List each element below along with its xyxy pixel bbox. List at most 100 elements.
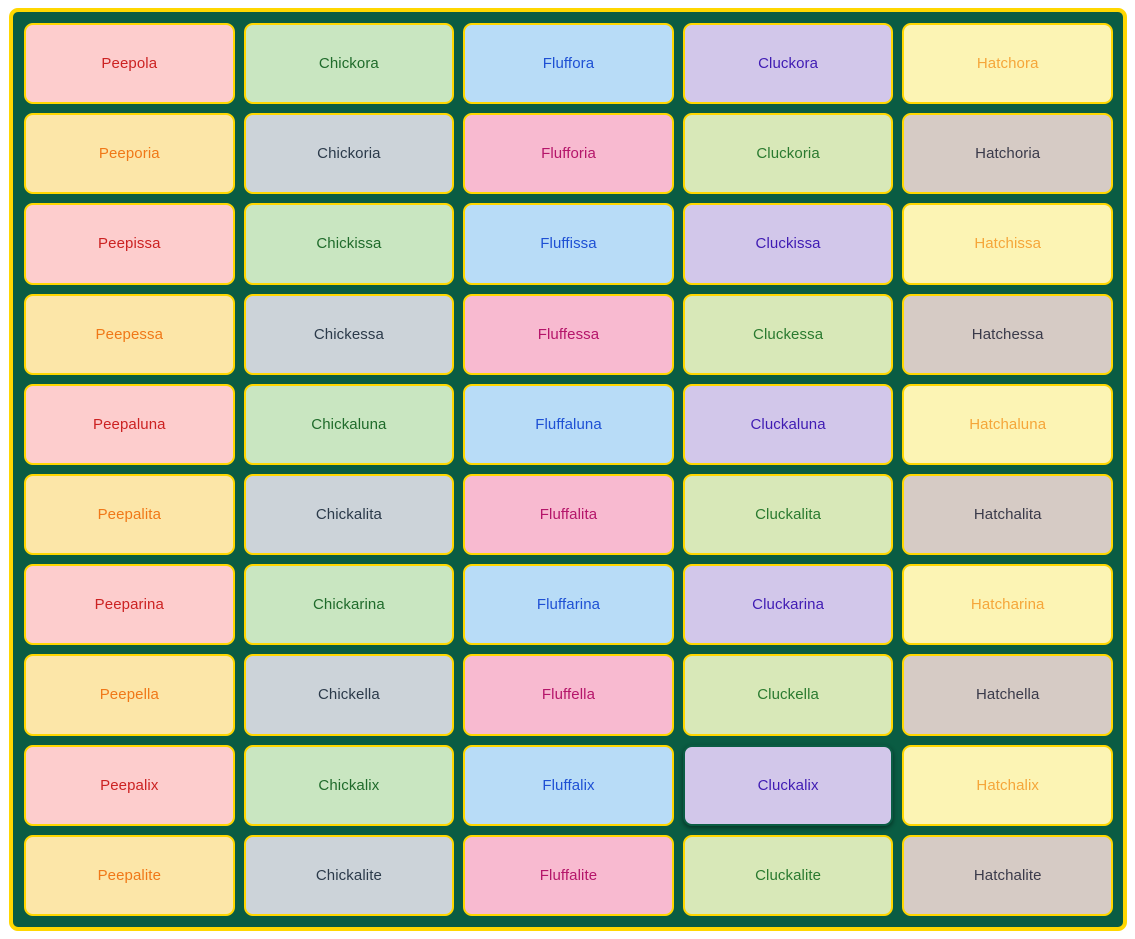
grid-cell-label: Chickaluna <box>311 415 387 433</box>
grid-cell[interactable]: Peeparina <box>24 564 235 646</box>
grid-cell[interactable]: Hatchissa <box>902 203 1113 285</box>
grid-cell-label: Peeporia <box>98 145 160 163</box>
grid-cell[interactable]: Fluffalix <box>463 744 674 826</box>
grid-cell-label: Cluckora <box>758 55 819 73</box>
grid-cell-label: Peepola <box>101 55 158 73</box>
grid-cell[interactable]: Cluckarina <box>682 564 894 646</box>
grid-cell[interactable]: Cluckessa <box>682 293 894 375</box>
grid-cell-label: Peepalite <box>97 866 162 884</box>
grid-cell-label: Chickessa <box>313 325 384 343</box>
grid-cell[interactable]: Chickalita <box>243 473 455 556</box>
grid-cell-label: Hatchissa <box>974 235 1042 253</box>
grid-cell-label: Peepella <box>99 686 159 704</box>
grid-cell[interactable]: Hatchaluna <box>902 383 1113 465</box>
grid-cell-label: Peepalita <box>97 506 162 524</box>
grid-cell[interactable]: Hatchella <box>902 654 1113 736</box>
grid-cell[interactable]: Cluckora <box>682 23 894 105</box>
grid-cell[interactable]: Hatchessa <box>902 293 1113 375</box>
grid-cell-label: Chickissa <box>316 235 382 253</box>
grid-cell[interactable]: Cluckella <box>682 654 894 736</box>
grid-cell-label: Chickalite <box>315 866 382 884</box>
grid-cell-label: Fluffessa <box>537 325 600 343</box>
grid-cell[interactable]: Chickissa <box>243 203 455 285</box>
grid-cell[interactable]: Peeporia <box>24 113 235 195</box>
grid-cell-label: Cluckella <box>757 686 819 704</box>
grid-cell-label: Chickella <box>318 686 380 704</box>
grid-cell[interactable]: Hatchalita <box>902 473 1113 556</box>
grid-cell[interactable]: Chickalix <box>243 744 455 826</box>
grid-cell-label: Peepalix <box>100 776 159 794</box>
grid-cell-label: Fluffalix <box>542 776 595 794</box>
grid-cell[interactable]: Cluckalita <box>682 473 894 556</box>
grid-cell-label: Hatchoria <box>975 145 1041 163</box>
grid-cell[interactable]: Peepessa <box>24 293 235 375</box>
grid-cell[interactable]: Cluckalix <box>682 744 894 826</box>
grid-cell-label: Hatchaluna <box>969 415 1047 433</box>
grid-cell-label: Chickarina <box>312 596 385 614</box>
grid-cell[interactable]: Fluffalite <box>463 834 674 916</box>
grid-cell[interactable]: Peepola <box>24 23 235 105</box>
grid-cell-label: Hatchalita <box>973 506 1042 524</box>
grid-cell[interactable]: Fluffalita <box>463 473 674 556</box>
grid-cell-label: Fluffissa <box>540 235 597 253</box>
grid-cell[interactable]: Peepalix <box>24 744 235 826</box>
grid-cell-label: Fluffalita <box>539 506 598 524</box>
grid-cell[interactable]: Fluffissa <box>463 203 674 285</box>
grid-cell-label: Hatchessa <box>971 325 1044 343</box>
grid-cell[interactable]: Cluckoria <box>682 113 894 195</box>
grid-cell-label: Fluffarina <box>536 596 601 614</box>
grid-cell[interactable]: Cluckissa <box>682 203 894 285</box>
grid-cell-label: Cluckessa <box>753 325 824 343</box>
grid-cell[interactable]: Chickalite <box>243 834 455 916</box>
grid-cell[interactable]: Fluffora <box>463 23 674 105</box>
grid-cell[interactable]: Fluffessa <box>463 293 674 375</box>
grid-cell[interactable]: Flufforia <box>463 113 674 195</box>
grid-cell[interactable]: Hatchora <box>902 23 1113 105</box>
grid-cell-label: Cluckalita <box>755 506 822 524</box>
grid-cell[interactable]: Hatchalite <box>902 834 1113 916</box>
grid-cell[interactable]: Chickoria <box>243 113 455 195</box>
grid-cell-label: Flufforia <box>541 145 596 163</box>
grid-cell[interactable]: Cluckaluna <box>682 383 894 465</box>
grid-cell[interactable]: Hatchalix <box>902 744 1113 826</box>
grid-cell-label: Cluckalite <box>755 866 822 884</box>
grid-cell-label: Hatchalix <box>976 776 1039 794</box>
grid-cell[interactable]: Fluffarina <box>463 564 674 646</box>
grid-cell-label: Chickalix <box>318 776 380 794</box>
grid-cell-label: Fluffora <box>542 55 595 73</box>
grid-cell[interactable]: Peepalita <box>24 473 235 556</box>
grid-cell-label: Hatchalite <box>973 866 1042 884</box>
grid-cell-label: Hatchella <box>975 686 1040 704</box>
grid-cell[interactable]: Chickaluna <box>243 383 455 465</box>
grid-cell[interactable]: Fluffaluna <box>463 383 674 465</box>
grid-cell-label: Hatcharina <box>970 596 1045 614</box>
grid-cell[interactable]: Hatchoria <box>902 113 1113 195</box>
grid-cell[interactable]: Cluckalite <box>682 834 894 916</box>
grid-cell[interactable]: Chickarina <box>243 564 455 646</box>
grid-cell-label: Chickalita <box>315 506 382 524</box>
grid-cell[interactable]: Chickessa <box>243 293 455 375</box>
grid-cell-label: Fluffella <box>541 686 596 704</box>
grid-cell[interactable]: Peepella <box>24 654 235 736</box>
grid-cell[interactable]: Peepaluna <box>24 383 235 465</box>
grid-cell[interactable]: Hatcharina <box>902 564 1113 646</box>
grid-cell-label: Peepissa <box>98 235 161 253</box>
grid-cell-label: Cluckalix <box>757 776 819 794</box>
grid-cell-label: Fluffaluna <box>535 415 602 433</box>
grid-cell-label: Cluckissa <box>755 235 821 253</box>
grid-cell-label: Cluckarina <box>752 596 825 614</box>
grid-cell[interactable]: Fluffella <box>463 654 674 736</box>
grid-cell-label: Cluckoria <box>756 145 820 163</box>
grid-cell-label: Fluffalite <box>539 866 598 884</box>
grid-cell[interactable]: Chickella <box>243 654 455 736</box>
grid-cell-label: Chickoria <box>317 145 381 163</box>
grid-cell[interactable]: Peepalite <box>24 834 235 916</box>
grid-cell-label: Peepessa <box>95 325 164 343</box>
grid-cell[interactable]: Chickora <box>243 23 455 105</box>
grid-cell-label: Peeparina <box>94 596 164 614</box>
grid-cell-label: Chickora <box>318 55 379 73</box>
grid-cell[interactable]: Peepissa <box>24 203 235 285</box>
grid-cell-label: Peepaluna <box>92 415 166 433</box>
